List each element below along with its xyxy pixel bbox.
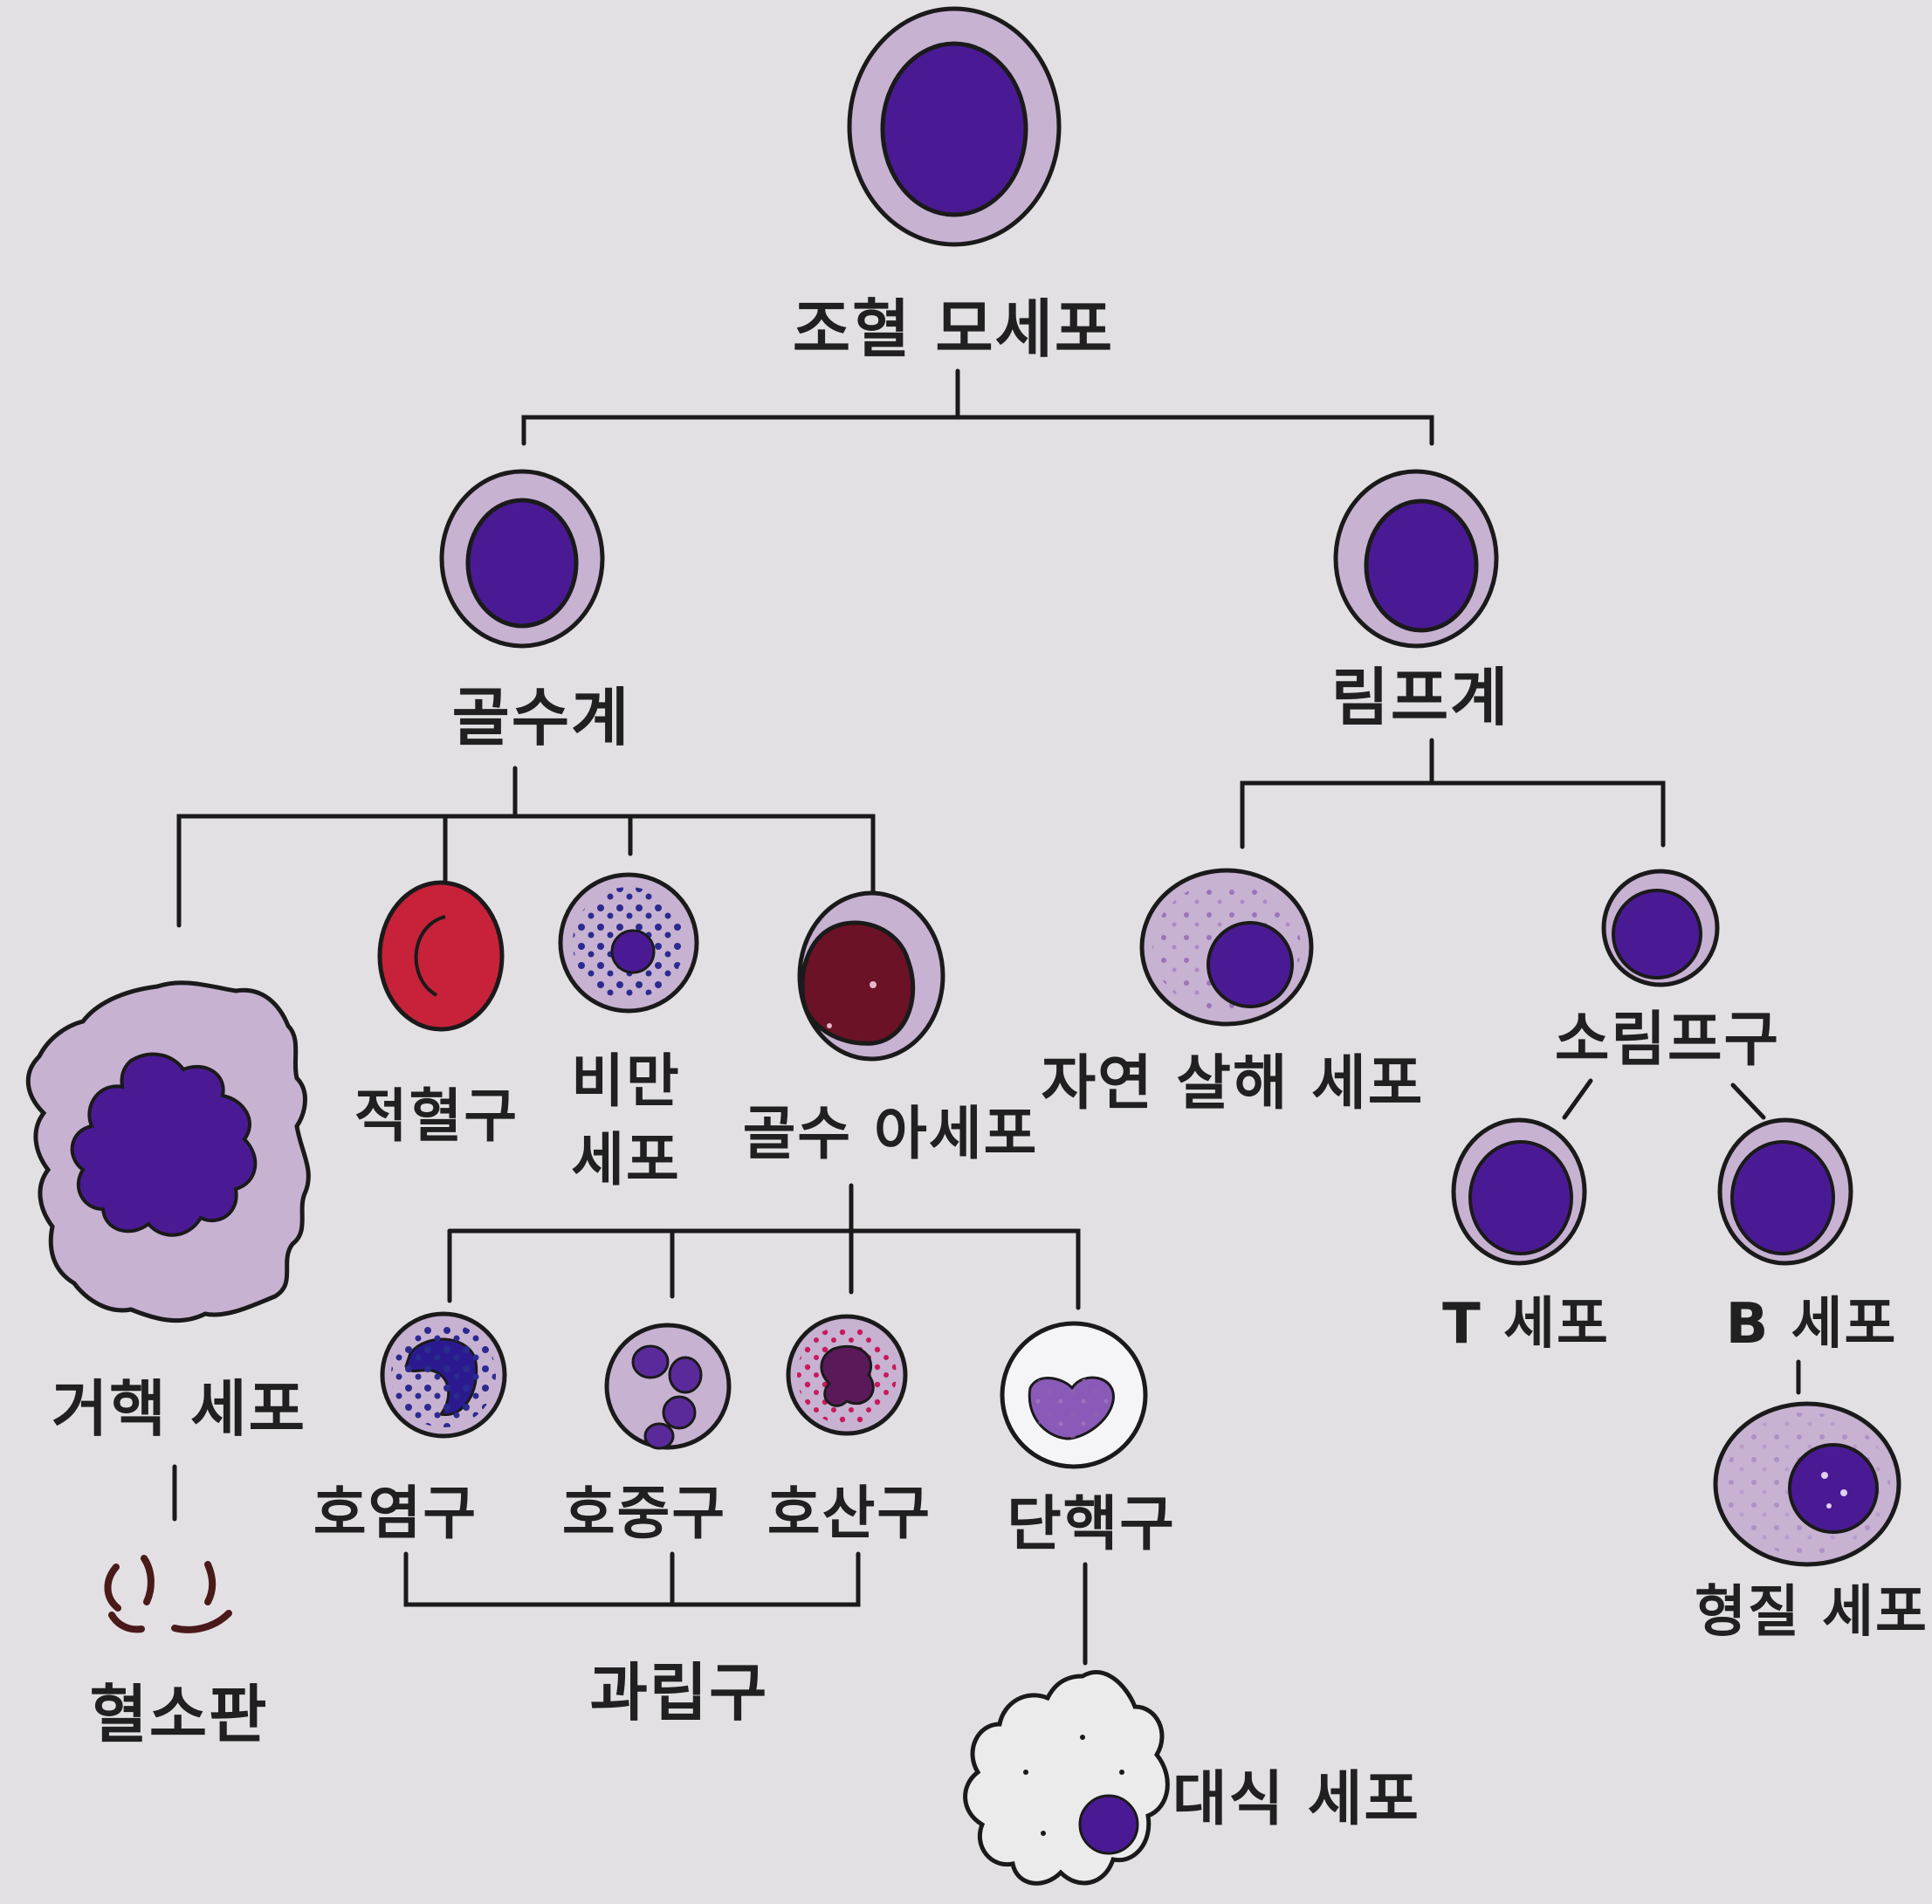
eosinophil-label: 호산구 — [767, 1480, 932, 1547]
connector-lines — [172, 368, 1801, 1666]
monocyte-icon — [1000, 1321, 1148, 1469]
mast-cell-label-line2: 세포 — [571, 1126, 681, 1193]
t-cell-label: T 세포 — [1442, 1292, 1610, 1357]
eosinophil-icon — [786, 1314, 908, 1436]
nk-cell-icon — [1139, 868, 1314, 1027]
myeloblast-label: 골수 아세포 — [742, 1100, 1039, 1167]
monocyte-label: 단핵구 — [1007, 1490, 1176, 1559]
erythrocyte-label: 적혈구 — [354, 1083, 519, 1150]
small-lymphocyte-label: 소림프구 — [1554, 1006, 1781, 1075]
platelet-icon — [104, 1555, 232, 1633]
neutrophil-label: 호중구 — [561, 1480, 727, 1547]
mast-cell-icon — [558, 872, 699, 1014]
hsc-label: 조혈 모세포 — [792, 292, 1115, 366]
mast-cell-label-line1: 비만 — [571, 1048, 681, 1115]
basophil-label: 호염구 — [313, 1480, 478, 1547]
basophil-icon — [380, 1311, 507, 1439]
hsc-cell-icon — [847, 6, 1062, 247]
myeloblast-icon — [797, 890, 945, 1062]
b-cell-icon — [1717, 1117, 1853, 1266]
platelet-label: 혈소판 — [89, 1678, 269, 1751]
plasma-cell-icon — [1713, 1401, 1901, 1567]
neutrophil-icon — [604, 1323, 732, 1450]
macrophage-icon — [963, 1669, 1170, 1886]
small-lymphocyte-icon — [1601, 869, 1720, 987]
myeloid-label: 골수계 — [451, 681, 631, 754]
macrophage-label: 대식 세포 — [1172, 1765, 1420, 1834]
granulocyte-label: 과립구 — [589, 1656, 769, 1729]
erythrocyte-icon — [377, 880, 505, 1032]
nk-cell-label: 자연 살해 세포 — [1041, 1049, 1425, 1118]
megakaryocyte-icon — [25, 980, 311, 1323]
lymphoid-progenitor-icon — [1333, 469, 1499, 649]
lymphoid-label: 림프계 — [1330, 661, 1510, 734]
t-cell-icon — [1451, 1117, 1587, 1266]
plasma-cell-label: 형질 세포 — [1695, 1580, 1929, 1645]
b-cell-label: B 세포 — [1725, 1292, 1898, 1357]
megakaryocyte-label: 거핵 세포 — [52, 1373, 306, 1445]
myeloid-progenitor-icon — [439, 469, 605, 649]
